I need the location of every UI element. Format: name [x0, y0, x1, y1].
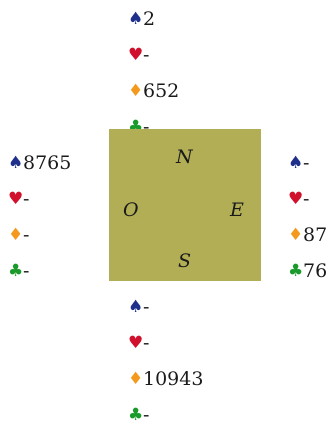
south-clubs: ♣ -: [128, 397, 203, 433]
north-spades: ♠ 2: [128, 1, 179, 37]
west-spades: ♠ 8765: [8, 145, 71, 181]
south-spades: ♠ -: [128, 289, 203, 325]
direction-east: E: [230, 199, 244, 221]
west-clubs-cards[interactable]: -: [23, 260, 30, 282]
east-hearts-cards[interactable]: -: [303, 188, 310, 210]
spade-icon: ♠: [8, 153, 24, 173]
south-hearts: ♥ -: [128, 325, 203, 361]
east-clubs-cards[interactable]: 76: [303, 260, 328, 282]
heart-icon: ♥: [128, 45, 144, 65]
east-hand: ♠ - ♥ - ♦ 87 ♣ 76: [288, 145, 327, 289]
west-diamonds-cards[interactable]: -: [23, 224, 30, 246]
north-spades-cards[interactable]: 2: [143, 8, 156, 30]
spade-icon: ♠: [288, 153, 304, 173]
south-hand: ♠ - ♥ - ♦ 10943 ♣ -: [128, 289, 203, 433]
spade-icon: ♠: [128, 9, 144, 29]
heart-icon: ♥: [288, 189, 304, 209]
north-diamonds: ♦ 652: [128, 73, 179, 109]
north-diamonds-cards[interactable]: 652: [143, 80, 180, 102]
south-diamonds: ♦ 10943: [128, 361, 203, 397]
west-diamonds: ♦ -: [8, 217, 71, 253]
east-spades: ♠ -: [288, 145, 327, 181]
west-clubs: ♣ -: [8, 253, 71, 289]
heart-icon: ♥: [128, 333, 144, 353]
north-hand: ♠ 2 ♥ - ♦ 652 ♣ -: [128, 1, 179, 145]
east-diamonds-cards[interactable]: 87: [303, 224, 328, 246]
direction-south: S: [178, 250, 192, 272]
east-spades-cards[interactable]: -: [303, 152, 310, 174]
club-icon: ♣: [128, 405, 144, 425]
south-hearts-cards[interactable]: -: [143, 332, 150, 354]
north-hearts-cards[interactable]: -: [143, 44, 150, 66]
compass-table: N O E S: [109, 129, 261, 281]
west-hearts-cards[interactable]: -: [23, 188, 30, 210]
diamond-icon: ♦: [128, 369, 144, 389]
west-hand: ♠ 8765 ♥ - ♦ - ♣ -: [8, 145, 71, 289]
diamond-icon: ♦: [288, 225, 304, 245]
west-spades-cards[interactable]: 8765: [23, 152, 72, 174]
west-hearts: ♥ -: [8, 181, 71, 217]
club-icon: ♣: [8, 261, 24, 281]
north-hearts: ♥ -: [128, 37, 179, 73]
diamond-icon: ♦: [8, 225, 24, 245]
heart-icon: ♥: [8, 189, 24, 209]
south-clubs-cards[interactable]: -: [143, 404, 150, 426]
north-clubs-cards[interactable]: -: [143, 116, 150, 138]
east-clubs: ♣ 76: [288, 253, 327, 289]
south-spades-cards[interactable]: -: [143, 296, 150, 318]
direction-north: N: [176, 146, 193, 168]
diamond-icon: ♦: [128, 81, 144, 101]
direction-west: O: [123, 199, 139, 221]
east-diamonds: ♦ 87: [288, 217, 327, 253]
club-icon: ♣: [288, 261, 304, 281]
spade-icon: ♠: [128, 297, 144, 317]
south-diamonds-cards[interactable]: 10943: [143, 368, 204, 390]
east-hearts: ♥ -: [288, 181, 327, 217]
